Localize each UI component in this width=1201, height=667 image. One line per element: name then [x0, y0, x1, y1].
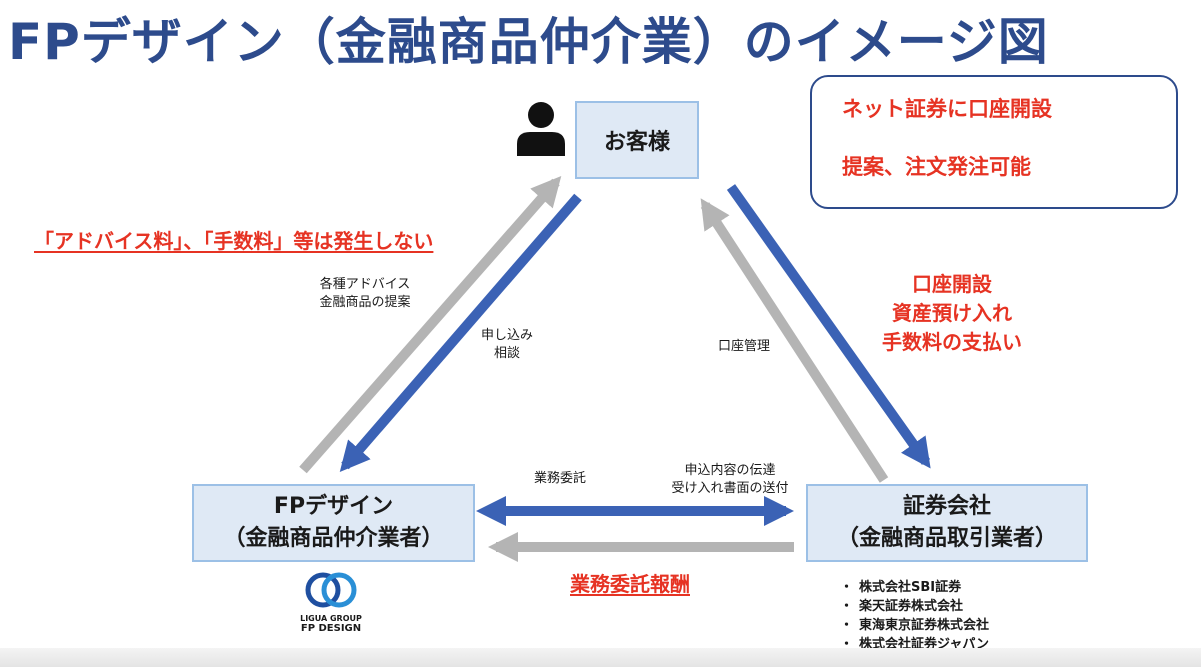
advice-label: 各種アドバイス 金融商品の提案: [305, 276, 425, 312]
no-fee-note: 「アドバイス料」、「手数料」等は発生しない: [34, 229, 434, 253]
callout-line-1: ネット証券に口座開設: [842, 97, 1052, 121]
logo-group-text: LIGUA GROUP: [300, 614, 362, 623]
account-mgmt-arrow: [700, 198, 889, 483]
apply-arrow: [339, 193, 582, 473]
right-red-line-2: 資産預け入れ: [892, 301, 1012, 325]
advice-arrow: [299, 175, 562, 474]
broker-item: 東海東京証券株式会社: [840, 616, 989, 635]
right-red-labels: 口座開設 資産預け入れ 手数料の支払い: [862, 270, 1042, 357]
callout-line-2: 提案、注文発注可能: [842, 155, 1031, 179]
broker-list: 株式会社SBI証券 楽天証券株式会社 東海東京証券株式会社 株式会社証券ジャパン: [840, 578, 989, 654]
logo-rings-icon: [305, 572, 357, 608]
person-icon: [517, 102, 565, 156]
advice-label-line-2: 金融商品の提案: [319, 295, 411, 310]
securities-name: 証券会社: [902, 494, 991, 519]
consign-label: 業務委託: [533, 471, 586, 486]
apply-label-line-2: 相談: [493, 346, 520, 361]
transmit-label-line-2: 受け入れ書面の送付: [671, 481, 789, 496]
right-red-line-3: 手数料の支払い: [882, 330, 1022, 354]
logo-brand-text: FP DESIGN: [300, 623, 362, 634]
apply-label: 申し込み 相談: [472, 327, 542, 363]
securities-role: （金融商品取引業者）: [836, 526, 1057, 551]
fp-design-role: （金融商品仲介業者）: [223, 526, 444, 551]
customer-node: お客様: [575, 101, 699, 179]
fp-design-name: FPデザイン: [273, 494, 394, 519]
account-open-arrow: [726, 184, 931, 469]
fp-design-logo: LIGUA GROUP FP DESIGN: [296, 570, 366, 634]
fp-design-node: FPデザイン （金融商品仲介業者）: [192, 484, 475, 562]
callout-box: ネット証券に口座開設 提案、注文発注可能: [810, 75, 1178, 209]
fee-label: 業務委託報酬: [570, 572, 690, 596]
securities-node: 証券会社 （金融商品取引業者）: [806, 484, 1088, 562]
bottom-bar: [0, 648, 1201, 667]
right-red-line-1: 口座開設: [912, 272, 992, 296]
apply-label-line-1: 申し込み: [480, 328, 533, 343]
customer-label: お客様: [603, 130, 670, 155]
page-title: FPデザイン（金融商品仲介業）のイメージ図: [8, 13, 1049, 71]
broker-item: 楽天証券株式会社: [840, 597, 989, 616]
transmit-label-line-1: 申込内容の伝達: [684, 463, 776, 478]
broker-item: 株式会社SBI証券: [840, 578, 989, 597]
account-mgmt-label: 口座管理: [717, 339, 770, 354]
transmit-label: 申込内容の伝達 受け入れ書面の送付: [660, 462, 800, 498]
advice-label-line-1: 各種アドバイス: [319, 277, 411, 292]
